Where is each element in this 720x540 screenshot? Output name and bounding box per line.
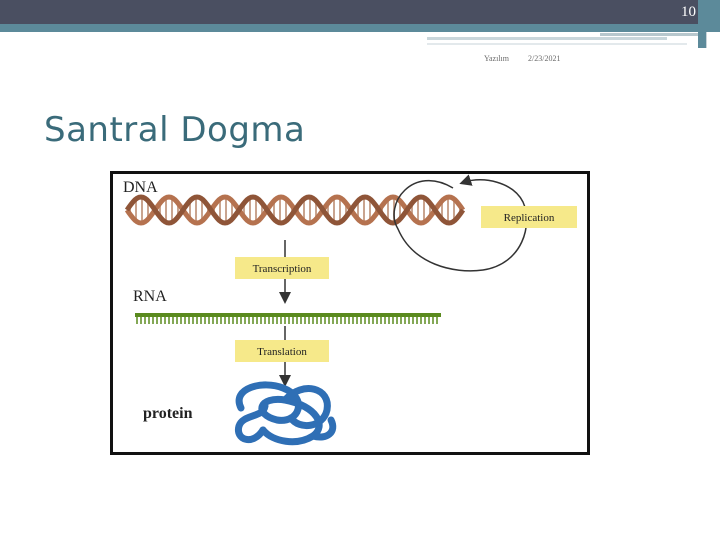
footer-author: Yazılım: [484, 54, 509, 63]
footer-date: 2/23/2021: [528, 54, 561, 63]
top-bar: [0, 0, 720, 24]
central-dogma-diagram: DNA Replication Transcription RNA Transl…: [123, 174, 577, 446]
header-rule-accent: [600, 33, 698, 36]
rna-label: RNA: [133, 288, 167, 305]
replication-box: [481, 206, 577, 228]
header-rule: [427, 37, 667, 40]
protein-structure: [234, 381, 337, 446]
rna-strand: [135, 313, 441, 324]
central-dogma-figure: DNA Replication Transcription RNA Transl…: [110, 171, 590, 455]
dna-helix: [124, 194, 466, 226]
translation-box: [235, 340, 329, 362]
top-accent-bar: [0, 24, 720, 32]
replication-label: Replication: [504, 212, 555, 224]
transcription-label: Transcription: [253, 263, 312, 275]
slide-number: 10: [681, 4, 696, 20]
replication-loop-arrow: [393, 174, 528, 272]
protein-label: protein: [143, 405, 193, 422]
transcription-box: [235, 257, 329, 279]
right-accent-notch: [706, 32, 720, 48]
header-rule-secondary: [427, 43, 687, 45]
dna-label: DNA: [123, 179, 158, 196]
translation-label: Translation: [257, 346, 307, 358]
slide-title: Santral Dogma: [44, 110, 306, 150]
